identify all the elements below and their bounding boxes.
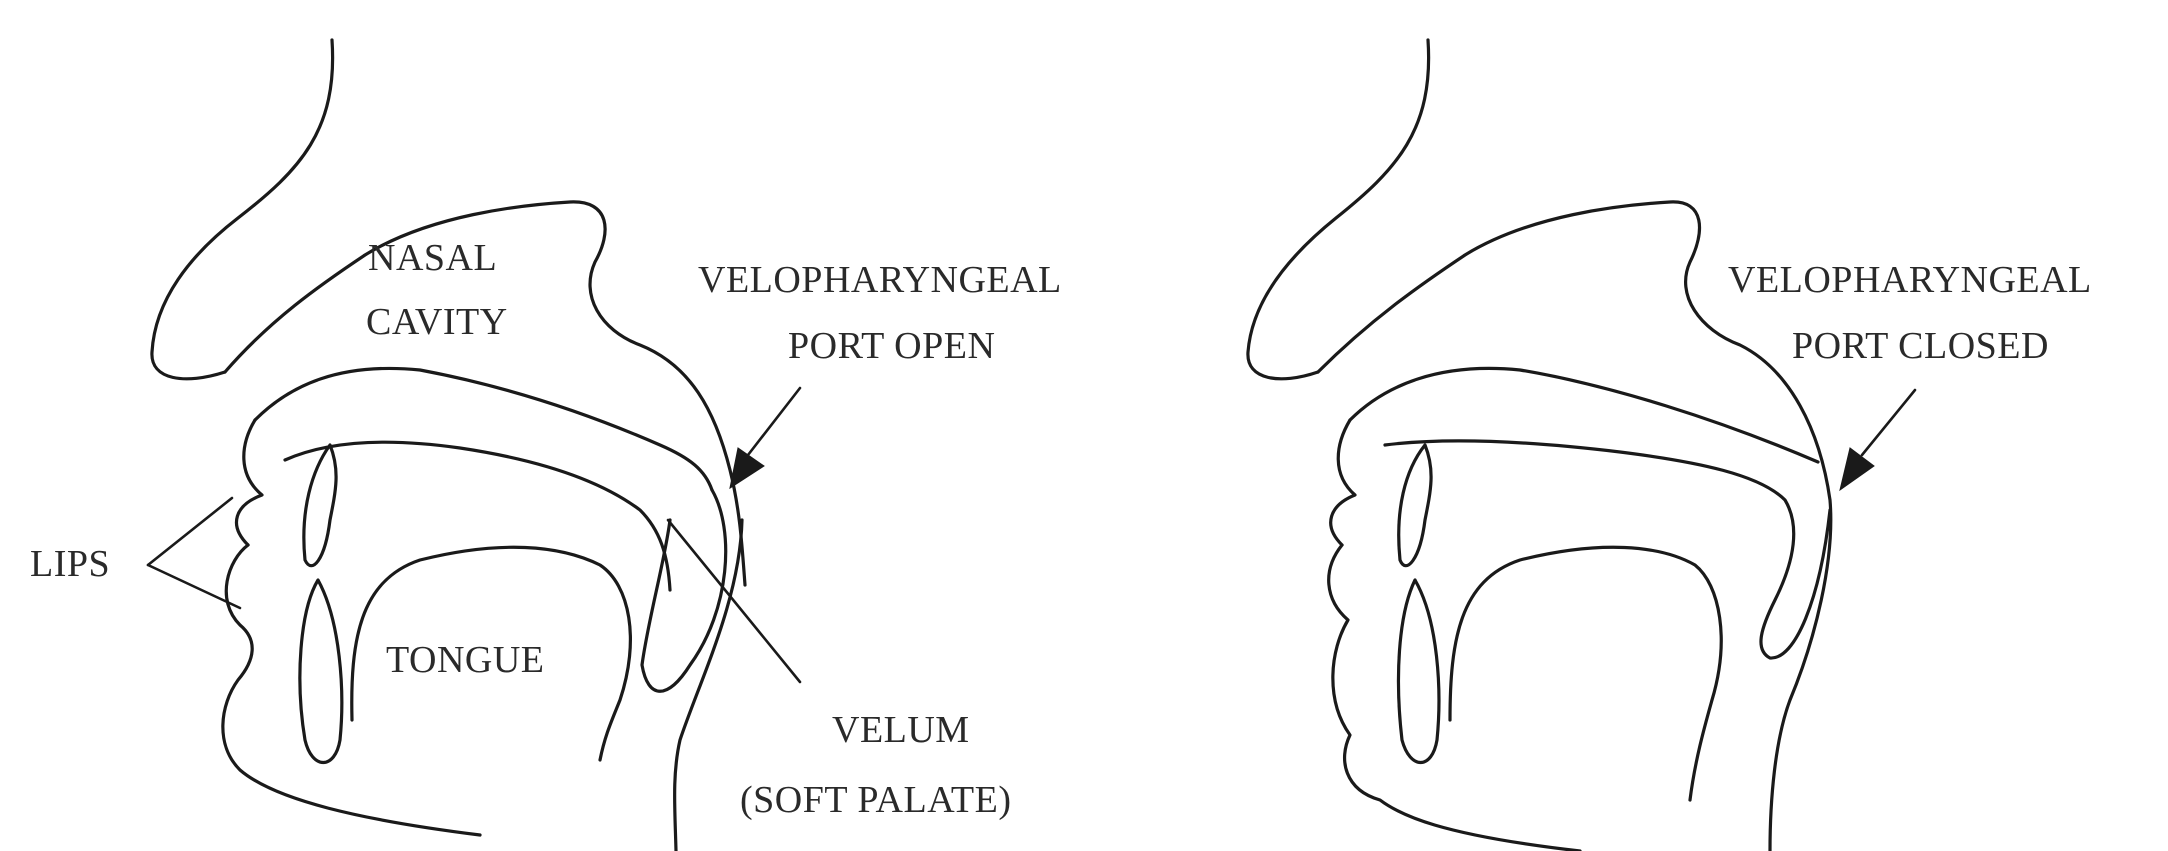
left-upper-teeth	[304, 445, 336, 566]
velum-label-line2: (SOFT PALATE)	[740, 779, 1012, 821]
left-upper-lip	[237, 420, 262, 545]
left-nasal-label-line1: NASAL	[368, 237, 497, 279]
right-upper-teeth	[1399, 445, 1431, 566]
left-nose-outline	[152, 40, 333, 379]
velum-label-line1: VELUM	[832, 709, 970, 751]
right-port-label-line2: PORT CLOSED	[1792, 325, 2049, 367]
right-port-label-line1: VELOPHARYNGEAL	[1728, 259, 2092, 301]
right-head-panel	[1248, 40, 1831, 851]
left-velum-outline	[642, 490, 726, 691]
right-nose-outline	[1248, 40, 1429, 379]
velum-pointer-line	[668, 520, 800, 682]
right-tongue-outline	[1450, 547, 1721, 800]
left-head-panel	[152, 40, 745, 851]
right-lower-teeth	[1398, 580, 1438, 763]
tongue-label: TONGUE	[386, 639, 545, 681]
left-hard-palate-upper	[255, 368, 712, 490]
right-hard-palate-lower	[1385, 441, 1830, 658]
left-port-label-line1: VELOPHARYNGEAL	[698, 259, 1062, 301]
left-port-arrow	[730, 388, 800, 488]
left-port-label-line2: PORT OPEN	[788, 325, 995, 367]
left-lower-teeth	[300, 580, 342, 763]
right-upper-lip	[1331, 420, 1355, 545]
left-hard-palate-lower	[285, 442, 670, 590]
right-lower-lip	[1329, 545, 1580, 851]
right-port-arrow	[1840, 390, 1915, 490]
left-nasal-label-line2: CAVITY	[366, 301, 508, 343]
lips-label: LIPS	[30, 543, 110, 585]
